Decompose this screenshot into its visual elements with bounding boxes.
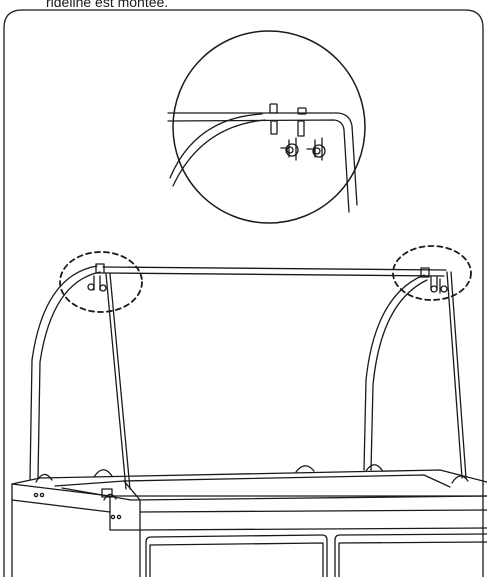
counter (11, 464, 487, 577)
caption-text: rideline est montée. (46, 0, 169, 10)
callout-left (59, 251, 143, 313)
figure-frame (3, 9, 484, 577)
callout-right (392, 245, 472, 301)
magnified-detail (167, 30, 366, 224)
sneeze-guard (29, 263, 467, 490)
